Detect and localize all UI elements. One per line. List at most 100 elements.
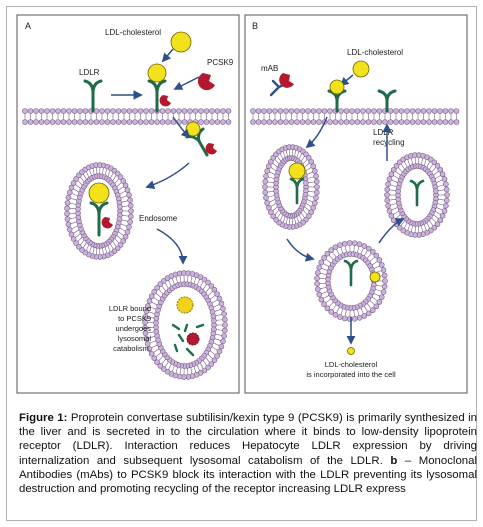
lipid-tail	[121, 219, 128, 222]
lipid-head	[369, 307, 376, 314]
lipid-head	[148, 119, 155, 125]
lipid-head	[283, 108, 289, 114]
lipid-head	[299, 119, 306, 125]
lipid-head	[272, 119, 278, 125]
lipid-head	[263, 173, 269, 180]
lipid-head	[315, 269, 321, 276]
lipid-tail	[426, 161, 430, 168]
lipid-head	[143, 108, 149, 114]
arrow-a2-internalise	[172, 116, 191, 139]
lipid-tail	[86, 244, 90, 251]
lipid-head	[272, 108, 278, 114]
lipid-head	[49, 119, 56, 125]
lipid-tail	[340, 247, 344, 254]
lipid-head	[201, 276, 208, 283]
lipid-head	[337, 242, 343, 248]
lipid-tail	[305, 203, 312, 207]
lipid-tail	[69, 203, 76, 205]
lipid-head	[225, 119, 232, 125]
lipid-head	[142, 324, 148, 331]
lipid-tail	[175, 367, 178, 374]
lipid-head	[373, 252, 380, 259]
lipid-head	[386, 208, 393, 214]
lysosome-note-line: undergoes	[116, 324, 152, 333]
lipid-head	[70, 180, 77, 186]
lipid-head	[157, 281, 164, 287]
lipid-head	[220, 119, 226, 125]
lipid-tail	[282, 151, 286, 158]
lipid-head	[127, 202, 134, 209]
lipid-head	[404, 108, 410, 114]
lipid-tail	[391, 179, 398, 183]
lipid-head	[263, 194, 269, 201]
lipid-head	[221, 333, 227, 339]
lipid-head	[214, 353, 220, 359]
lipid-tail	[426, 222, 430, 229]
lipid-tail	[114, 238, 120, 244]
lipid-head	[220, 338, 226, 345]
lipid-tail	[367, 303, 372, 309]
lipid-tail	[328, 302, 334, 307]
lipid-head	[376, 257, 383, 263]
ldlr-receptor-free	[83, 79, 103, 113]
lipid-head	[393, 108, 399, 114]
lipid-head	[176, 108, 182, 114]
lipid-head	[262, 184, 268, 190]
lipid-tail	[404, 161, 408, 168]
lipid-tail	[118, 186, 124, 191]
lipid-tail	[344, 309, 347, 316]
lipid-head	[288, 108, 295, 114]
lipid-head	[261, 119, 267, 125]
lipid-head	[437, 217, 444, 224]
lipid-head	[434, 162, 441, 169]
lipid-head	[384, 197, 391, 204]
arrow-b1-to-b2	[286, 238, 315, 262]
lipid-head	[420, 108, 427, 114]
lipid-head	[316, 291, 323, 298]
lipid-head	[120, 238, 127, 244]
lipid-head	[93, 108, 100, 114]
lipid-tail	[213, 304, 220, 308]
lipid-head	[137, 119, 144, 125]
lipid-tail	[153, 348, 159, 353]
lipid-head	[426, 108, 432, 114]
lipid-head	[314, 280, 320, 287]
lipid-head	[365, 108, 372, 114]
diagram: A LDL-cholesterol PCSK9 LDLR	[16, 14, 468, 394]
lipid-tail	[110, 243, 114, 250]
lipid-tail	[267, 181, 274, 184]
lipid-head	[361, 313, 368, 319]
lipid-head	[321, 301, 327, 308]
lipid-head	[277, 108, 284, 114]
lipid-tail	[305, 167, 312, 171]
lipid-tail	[411, 158, 413, 165]
lipid-head	[126, 224, 132, 230]
lipid-head	[376, 108, 383, 114]
panel-a-ldl-label: LDL-cholesterol	[105, 28, 161, 37]
lipid-head	[126, 108, 133, 114]
lipid-head	[327, 108, 333, 114]
lipid-tail	[364, 306, 368, 312]
lipid-head	[66, 189, 73, 196]
lipid-tail	[431, 217, 436, 223]
lipid-tail	[360, 248, 364, 254]
lipid-tail	[304, 206, 310, 211]
endosome-receptor	[88, 182, 113, 237]
lipid-head	[110, 119, 116, 125]
lipid-tail	[118, 231, 124, 236]
lipid-head	[255, 108, 262, 114]
lipid-head	[132, 119, 138, 125]
lipid-head	[434, 221, 441, 228]
lipid-head	[385, 202, 391, 209]
lipid-tail	[391, 207, 398, 211]
lipid-head	[381, 272, 388, 279]
lipid-head	[66, 226, 73, 233]
lipid-head	[382, 119, 388, 125]
lipid-head	[388, 171, 395, 178]
caption-part-a: Proprotein convertase subtilisin/kexin t…	[19, 412, 477, 467]
lipid-head	[338, 119, 344, 125]
lipid-head	[208, 283, 215, 289]
lipid-head	[294, 108, 300, 114]
lipid-head	[137, 108, 144, 114]
lysosome-note: LDLR bound to PCSK9 undergoes lysosomal …	[109, 304, 151, 353]
